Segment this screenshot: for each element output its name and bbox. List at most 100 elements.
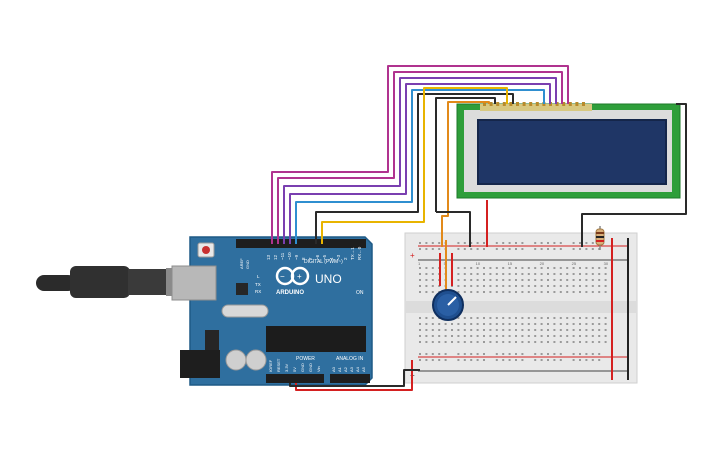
breadboard-hole[interactable] (438, 341, 441, 343)
breadboard-hole[interactable] (604, 323, 607, 325)
breadboard-hole[interactable] (572, 341, 575, 343)
lcd-16x2-display[interactable] (456, 102, 681, 199)
breadboard-hole[interactable] (559, 323, 562, 325)
rail-hole[interactable] (540, 353, 543, 355)
breadboard-hole[interactable] (419, 317, 421, 319)
breadboard-hole[interactable] (508, 323, 511, 325)
breadboard-hole[interactable] (566, 329, 569, 331)
breadboard-hole[interactable] (515, 291, 517, 293)
breadboard-hole[interactable] (508, 273, 511, 275)
breadboard-hole[interactable] (508, 341, 511, 343)
rail-hole[interactable] (559, 359, 562, 361)
breadboard-hole[interactable] (425, 329, 428, 331)
breadboard-hole[interactable] (591, 341, 594, 343)
breadboard-hole[interactable] (572, 267, 575, 269)
breadboard-hole[interactable] (457, 341, 460, 343)
rail-hole[interactable] (431, 353, 434, 355)
rail-hole[interactable] (495, 242, 498, 244)
breadboard-hole[interactable] (598, 273, 601, 275)
breadboard-hole[interactable] (463, 323, 466, 325)
breadboard-hole[interactable] (502, 341, 505, 343)
breadboard-hole[interactable] (521, 335, 524, 337)
breadboard-hole[interactable] (495, 285, 498, 287)
rail-hole[interactable] (572, 359, 575, 361)
breadboard-hole[interactable] (451, 335, 453, 337)
breadboard-hole[interactable] (457, 279, 460, 281)
breadboard-hole[interactable] (502, 279, 505, 281)
breadboard-hole[interactable] (425, 341, 428, 343)
breadboard-hole[interactable] (451, 329, 453, 331)
breadboard-hole[interactable] (579, 291, 581, 293)
breadboard-hole[interactable] (495, 329, 498, 331)
rail-hole[interactable] (547, 353, 549, 355)
breadboard-hole[interactable] (585, 341, 588, 343)
breadboard-hole[interactable] (508, 329, 511, 331)
breadboard-hole[interactable] (444, 329, 447, 331)
breadboard-hole[interactable] (476, 285, 479, 287)
breadboard-hole[interactable] (457, 291, 460, 293)
breadboard-hole[interactable] (572, 317, 575, 319)
breadboard-hole[interactable] (527, 279, 530, 281)
rail-hole[interactable] (547, 359, 549, 361)
rail-hole[interactable] (495, 353, 498, 355)
rail-hole[interactable] (431, 248, 434, 250)
rail-hole[interactable] (495, 248, 498, 250)
breadboard-hole[interactable] (585, 317, 588, 319)
breadboard-hole[interactable] (495, 335, 498, 337)
lcd-pin[interactable] (535, 102, 539, 106)
breadboard-hole[interactable] (515, 279, 517, 281)
lcd-pin[interactable] (483, 102, 486, 106)
breadboard-hole[interactable] (425, 317, 428, 319)
rail-hole[interactable] (470, 359, 473, 361)
rail-hole[interactable] (521, 248, 524, 250)
breadboard-hole[interactable] (559, 341, 562, 343)
breadboard-hole[interactable] (585, 335, 588, 337)
breadboard-hole[interactable] (489, 317, 492, 319)
breadboard-hole[interactable] (476, 329, 479, 331)
rail-hole[interactable] (579, 242, 581, 244)
breadboard-hole[interactable] (470, 329, 473, 331)
rail-hole[interactable] (425, 242, 428, 244)
breadboard-hole[interactable] (604, 317, 607, 319)
breadboard-hole[interactable] (566, 291, 569, 293)
breadboard-hole[interactable] (534, 335, 537, 337)
breadboard-hole[interactable] (540, 335, 543, 337)
breadboard-hole[interactable] (527, 291, 530, 293)
breadboard-hole[interactable] (598, 341, 601, 343)
breadboard-hole[interactable] (502, 273, 505, 275)
breadboard-hole[interactable] (598, 329, 601, 331)
breadboard-hole[interactable] (553, 267, 556, 269)
rail-hole[interactable] (515, 359, 517, 361)
breadboard-hole[interactable] (553, 317, 556, 319)
breadboard-hole[interactable] (534, 273, 537, 275)
breadboard-hole[interactable] (495, 267, 498, 269)
rail-hole[interactable] (463, 248, 466, 250)
breadboard-hole[interactable] (559, 267, 562, 269)
breadboard-hole[interactable] (508, 291, 511, 293)
breadboard-hole[interactable] (585, 267, 588, 269)
breadboard-hole[interactable] (489, 323, 492, 325)
rail-hole[interactable] (425, 359, 428, 361)
breadboard-hole[interactable] (572, 329, 575, 331)
breadboard-hole[interactable] (521, 279, 524, 281)
rail-hole[interactable] (502, 242, 505, 244)
breadboard-hole[interactable] (515, 329, 517, 331)
rail-hole[interactable] (585, 242, 588, 244)
breadboard-hole[interactable] (585, 285, 588, 287)
rail-hole[interactable] (419, 359, 421, 361)
breadboard-hole[interactable] (431, 323, 434, 325)
lcd-pin[interactable] (522, 102, 526, 106)
breadboard-hole[interactable] (591, 291, 594, 293)
breadboard-hole[interactable] (534, 285, 537, 287)
breadboard-hole[interactable] (540, 291, 543, 293)
breadboard-hole[interactable] (431, 329, 434, 331)
breadboard-hole[interactable] (521, 317, 524, 319)
rail-hole[interactable] (476, 242, 479, 244)
breadboard-hole[interactable] (604, 341, 607, 343)
breadboard-hole[interactable] (579, 317, 581, 319)
breadboard-hole[interactable] (572, 279, 575, 281)
breadboard-hole[interactable] (527, 285, 530, 287)
breadboard-hole[interactable] (527, 267, 530, 269)
breadboard-hole[interactable] (591, 285, 594, 287)
breadboard-hole[interactable] (579, 335, 581, 337)
